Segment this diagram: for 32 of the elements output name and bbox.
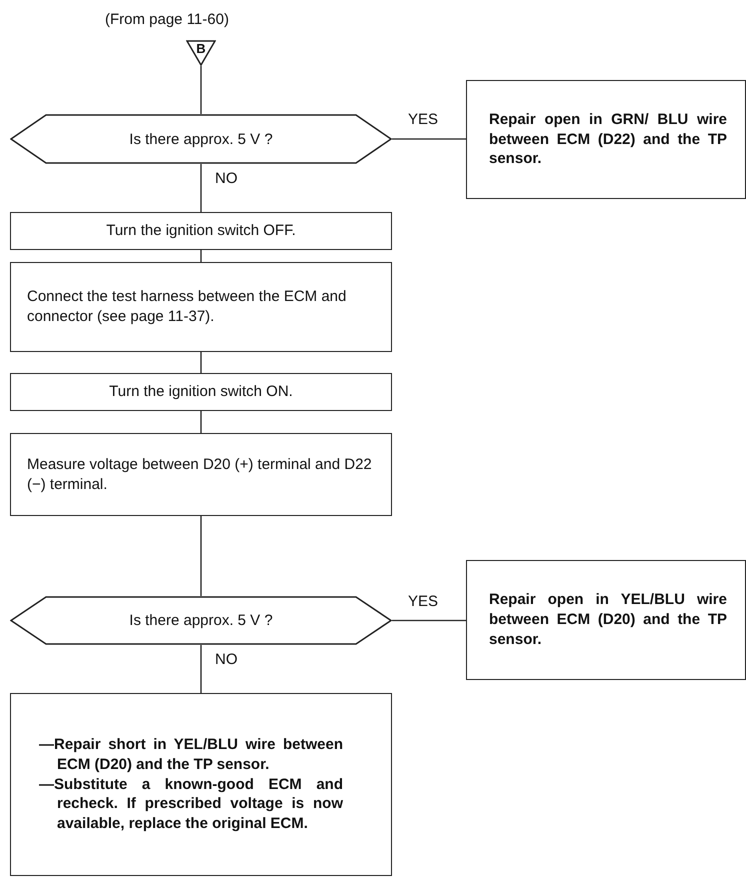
box-text: Turn the ignition switch OFF. [105, 221, 297, 241]
process-box [10, 212, 392, 250]
result-box [466, 80, 746, 199]
decision-hexagon [10, 596, 392, 645]
action-box [10, 693, 392, 876]
connector-line [392, 138, 466, 140]
connector-line [200, 411, 202, 433]
box-text: Connect the test harness between the ECM and connector (see page 11-37). [27, 287, 348, 327]
edge-label: YES [406, 592, 440, 610]
decision-question: Is there approx. 5 V ? [129, 612, 273, 629]
action-step: —Repair short in YEL/BLU wire between ECM (D20) and the TP sensor. [39, 734, 343, 775]
box-text: Repair open in GRN/ BLU wire between ECM (D22) and the TP sensor. [489, 110, 727, 170]
process-box [10, 433, 392, 516]
box-text: Measure voltage between D20 (+) terminal and D22 (−) terminal. [27, 454, 373, 494]
connector-line [392, 620, 466, 622]
process-box [10, 373, 392, 411]
decision-hexagon [10, 114, 392, 164]
connector-line [200, 66, 202, 114]
connector-line [200, 164, 202, 212]
connector-line [200, 645, 202, 693]
process-box [10, 262, 392, 352]
result-box [466, 560, 746, 680]
box-text: Repair open in YEL/BLU wire between ECM (D20) and the TP sensor. [489, 590, 727, 650]
off-page-connector-triangle [186, 40, 216, 66]
connector-letter: B [195, 41, 207, 56]
box-text: Turn the ignition switch ON. [108, 382, 294, 402]
connector-line [200, 250, 202, 262]
action-step: —Substitute a known-good ECM and recheck. If prescribed voltage is now available, replace the original ECM. [39, 774, 343, 834]
connector-line [200, 352, 202, 373]
decision-question: Is there approx. 5 V ? [129, 130, 273, 148]
page-reference: (From page 11-60) [105, 11, 229, 28]
connector-line [200, 516, 202, 596]
